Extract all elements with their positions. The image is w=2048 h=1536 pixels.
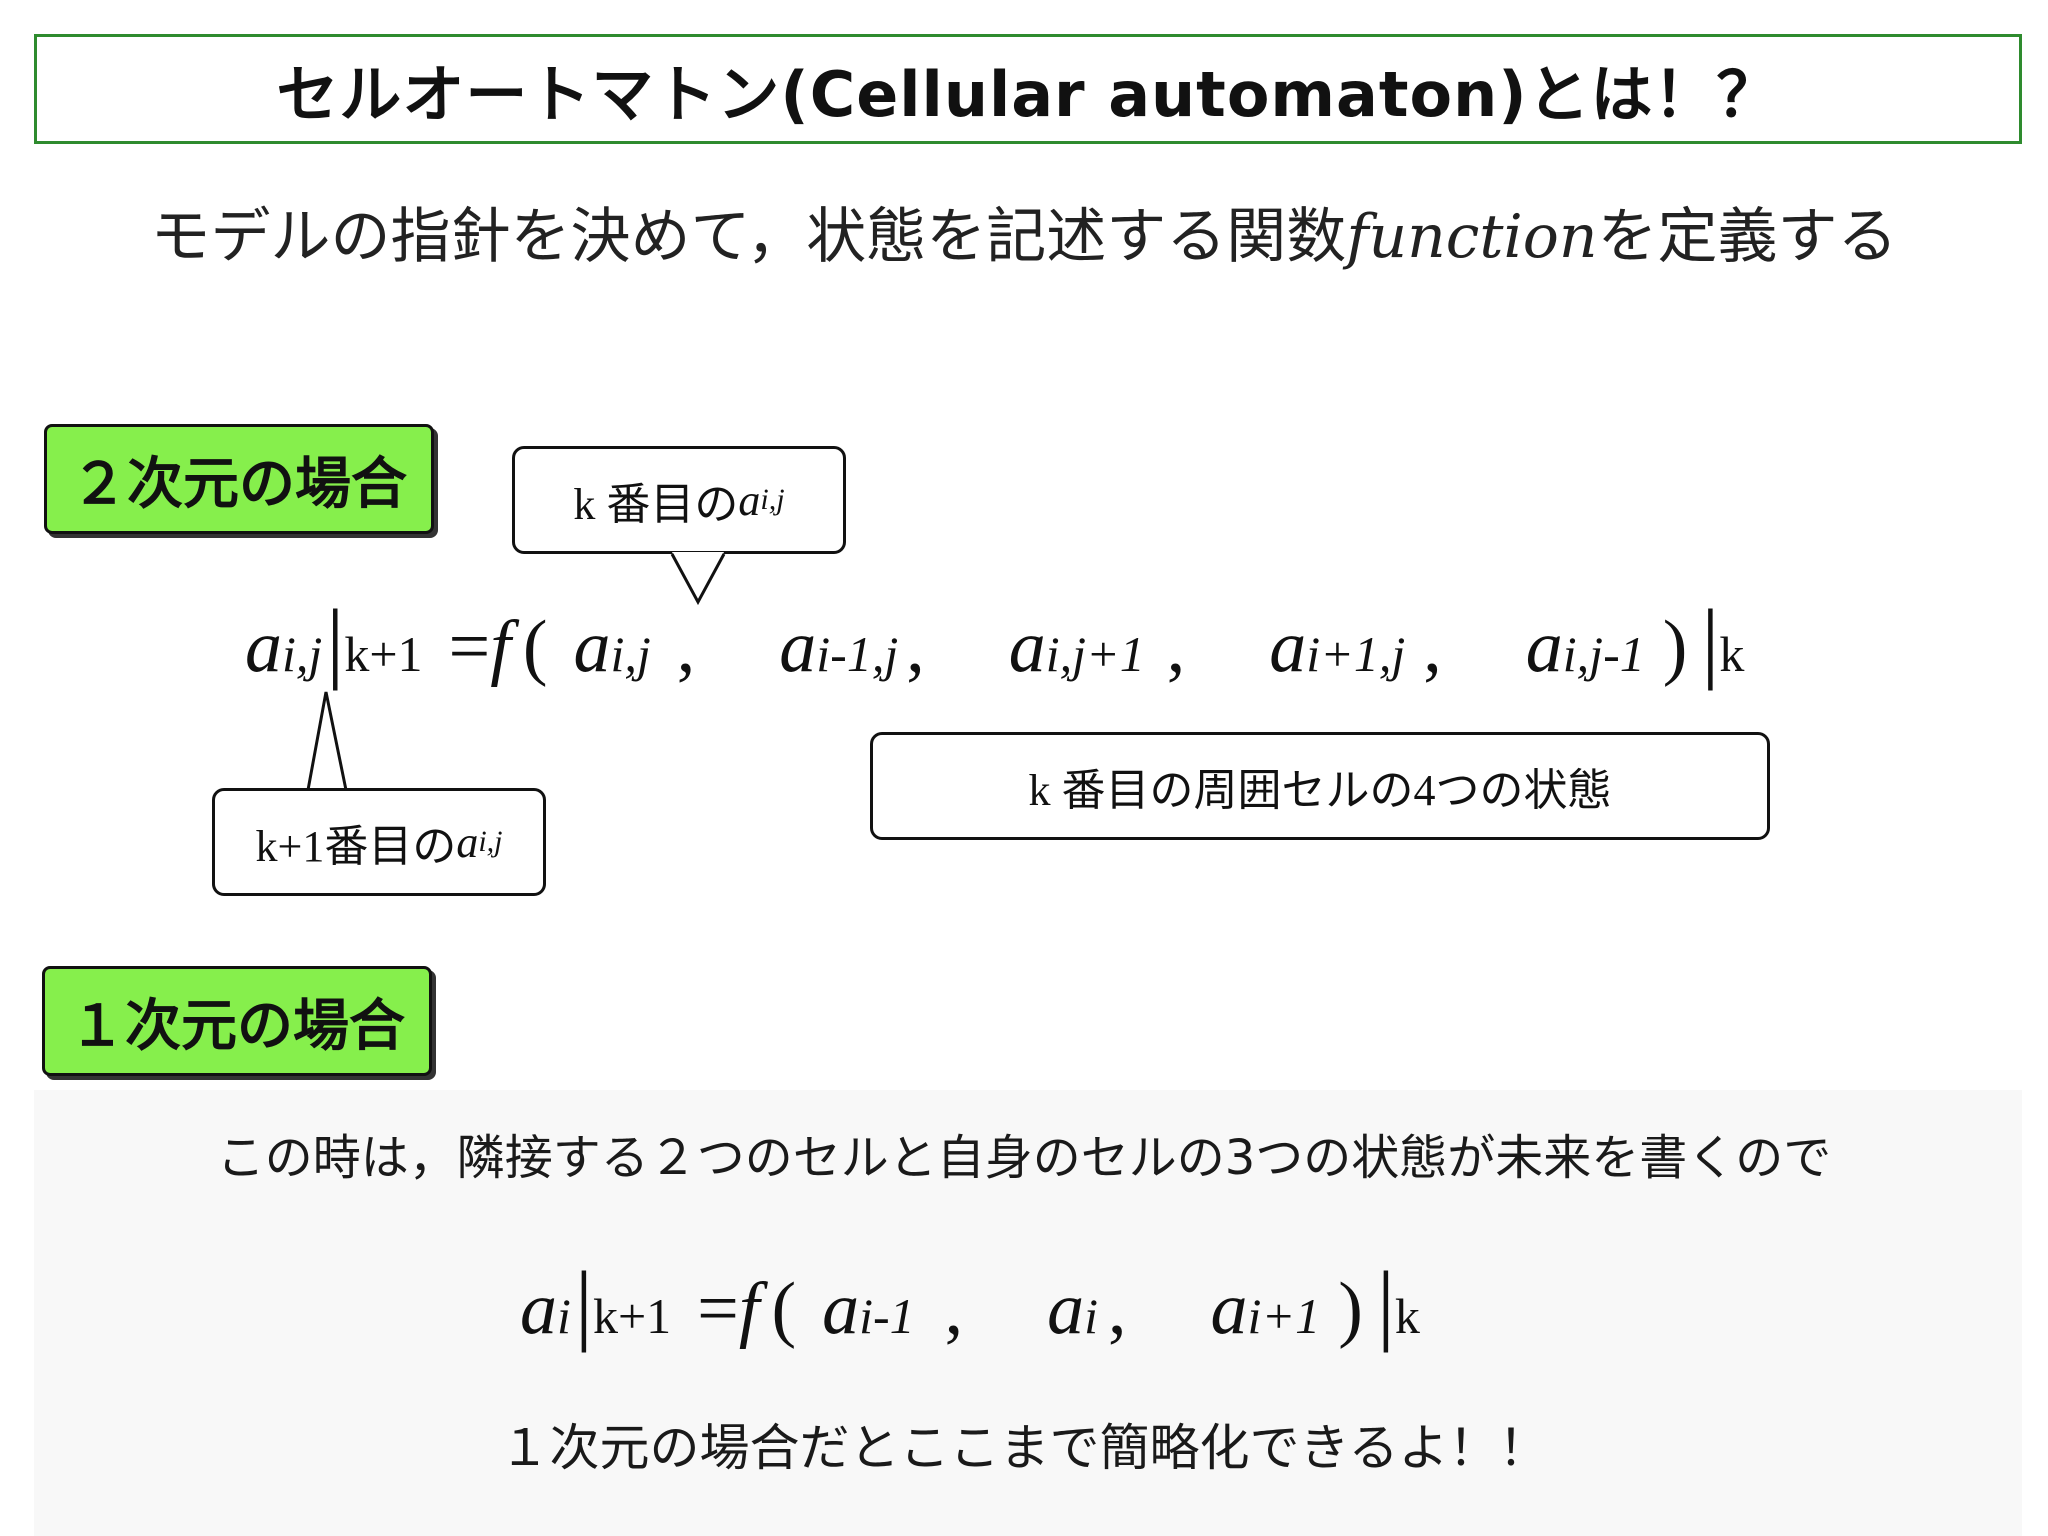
eq2d-comma: ,: [676, 606, 696, 688]
eq2d-arg-sub: i+1,j: [1306, 626, 1406, 682]
subtitle-function-word: function: [1346, 202, 1598, 272]
eq2d-func: f: [490, 606, 511, 688]
eq2d-open-paren: (: [522, 606, 548, 688]
callout-left-pointer: [306, 691, 348, 791]
eq2d-arg-var: a: [1008, 606, 1046, 688]
subtitle-after: を定義する: [1597, 202, 1898, 272]
callout-top-sub: i,j: [760, 483, 785, 516]
eq2d-rhs-step: k: [1719, 626, 1745, 682]
callout-top-prefix: k 番目の: [573, 480, 739, 529]
eq2d-arg-var: a: [779, 606, 817, 688]
section-tag-1d: １次元の場合: [42, 966, 432, 1076]
callout-left-prefix: k+1番目の: [255, 822, 457, 871]
subtitle-before: モデルの指針を決めて，状態を記述する関数: [150, 202, 1347, 272]
eq2d-close-paren: ): [1662, 606, 1688, 688]
callout-left-var: a: [456, 817, 479, 867]
section-tag-2d: ２次元の場合: [44, 424, 434, 534]
equation-1d: ai |k+1 =f( ai-1, ai, ai+1) |k: [520, 1252, 1420, 1355]
eq2d-comma: ,: [906, 606, 925, 688]
eq2d-lhs-step: k+1: [344, 626, 423, 682]
eq2d-arg-sub: i-1,j: [816, 626, 899, 682]
section-label-2d: ２次元の場合: [71, 451, 407, 517]
eq2d-lhs-var: a: [245, 606, 282, 688]
eq1d-arg-var: a: [822, 1268, 860, 1350]
bottom-panel: [34, 1090, 2022, 1536]
subtitle: モデルの指針を決めて，状態を記述する関数functionを定義する: [0, 188, 2048, 275]
eq2d-arg-sub: i,j+1: [1045, 626, 1145, 682]
eq1d-rhs-step: k: [1394, 1288, 1420, 1344]
callout-left-sub: i,j: [478, 825, 503, 858]
eq1d-lhs-var: a: [520, 1268, 557, 1350]
eq2d-arg-var: a: [1525, 606, 1563, 688]
eq1d-equals: =: [697, 1268, 739, 1350]
eq1d-lhs-step: k+1: [592, 1288, 672, 1344]
eq1d-arg-var: a: [1210, 1268, 1248, 1350]
eq2d-arg-var: a: [573, 606, 611, 688]
eq2d-equals: =: [448, 606, 491, 688]
eq1d-arg-sub: i+1: [1247, 1288, 1321, 1344]
callout-neighbors: k 番目の周囲セルの4つの状態: [870, 732, 1770, 840]
eq1d-open-paren: (: [771, 1268, 797, 1350]
section-1d-description: この時は，隣接する２つのセルと自身のセルの3つの状態が未来を書くので: [216, 1130, 1832, 1186]
eq1d-eval-bar: |: [1376, 1254, 1395, 1353]
eq2d-lhs-sub: i,j: [282, 626, 323, 682]
section-label-1d: １次元の場合: [69, 993, 405, 1059]
eq1d-close-paren: ): [1338, 1268, 1363, 1350]
eq2d-eval-bar: |: [1701, 592, 1720, 691]
eq1d-func: f: [738, 1268, 760, 1350]
page-title: セルオートマトン(Cellular automaton)とは！？: [276, 58, 1780, 131]
equation-2d: ai,j |k+1 =f( ai,j, ai-1,j, ai,j+1, ai+1…: [245, 590, 1744, 693]
eq1d-arg-sub: i-1: [859, 1288, 915, 1344]
eq1d-comma: ,: [1108, 1268, 1127, 1350]
eq2d-arg-sub: i,j-1: [1562, 626, 1645, 682]
section-1d-conclusion: １次元の場合だとここまで簡略化できるよ！！: [499, 1419, 1549, 1477]
eq2d-comma: ,: [1166, 606, 1186, 688]
eq1d-lhs-sub: i: [557, 1288, 571, 1344]
title-box: セルオートマトン(Cellular automaton)とは！？: [34, 34, 2022, 144]
callout-right-text: k 番目の周囲セルの4つの状態: [1028, 766, 1612, 815]
eq2d-arg-sub: i,j: [610, 626, 651, 682]
eq1d-comma: ,: [944, 1268, 964, 1350]
eq2d-eval-bar: |: [326, 592, 345, 691]
eq1d-arg-var: a: [1047, 1268, 1085, 1350]
eq2d-comma: ,: [1423, 606, 1442, 688]
callout-top-var: a: [738, 475, 761, 525]
eq1d-eval-bar: |: [574, 1254, 593, 1353]
eq2d-arg-var: a: [1269, 606, 1307, 688]
callout-top-pointer: [670, 552, 726, 606]
eq1d-arg-sub: i: [1084, 1288, 1099, 1344]
